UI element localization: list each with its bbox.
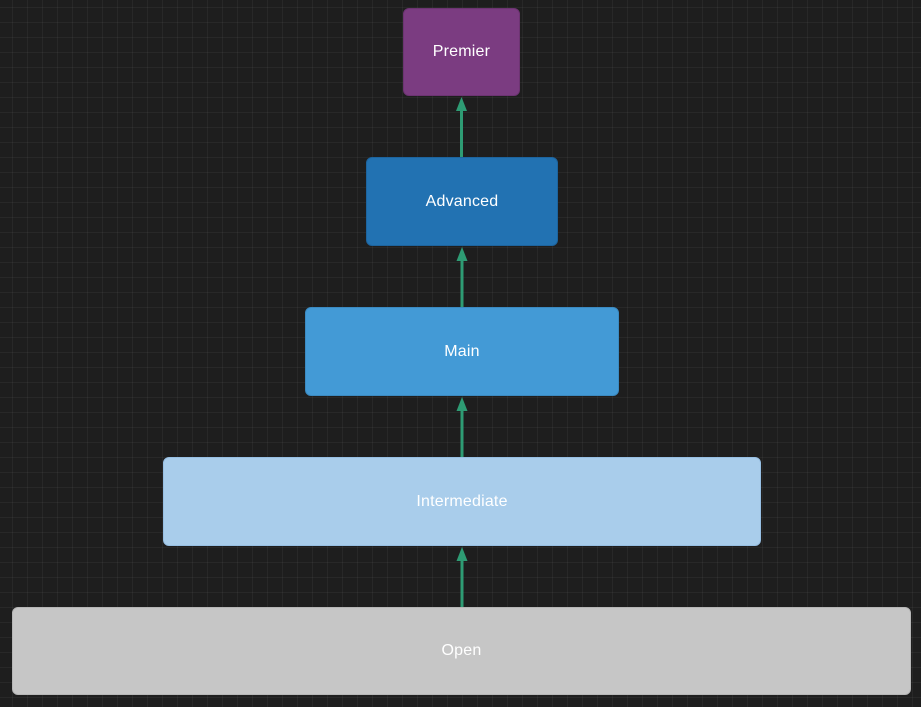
node-advanced-label: Advanced <box>425 192 499 210</box>
node-intermediate-label: Intermediate <box>416 492 508 510</box>
node-open-label: Open <box>441 642 482 659</box>
node-premier[interactable]: Premier <box>403 8 520 96</box>
node-intermediate[interactable]: Intermediate <box>163 457 761 546</box>
flow-arrow[interactable] <box>456 397 468 457</box>
node-premier-label: Premier <box>432 43 491 60</box>
flow-arrow[interactable] <box>456 97 467 157</box>
node-main-label: Main <box>444 342 480 360</box>
node-main[interactable]: Main <box>305 307 619 396</box>
node-advanced[interactable]: Advanced <box>366 157 558 246</box>
flow-arrow[interactable] <box>456 247 468 307</box>
flow-arrow[interactable] <box>456 547 468 607</box>
node-open[interactable]: Open <box>12 607 911 695</box>
